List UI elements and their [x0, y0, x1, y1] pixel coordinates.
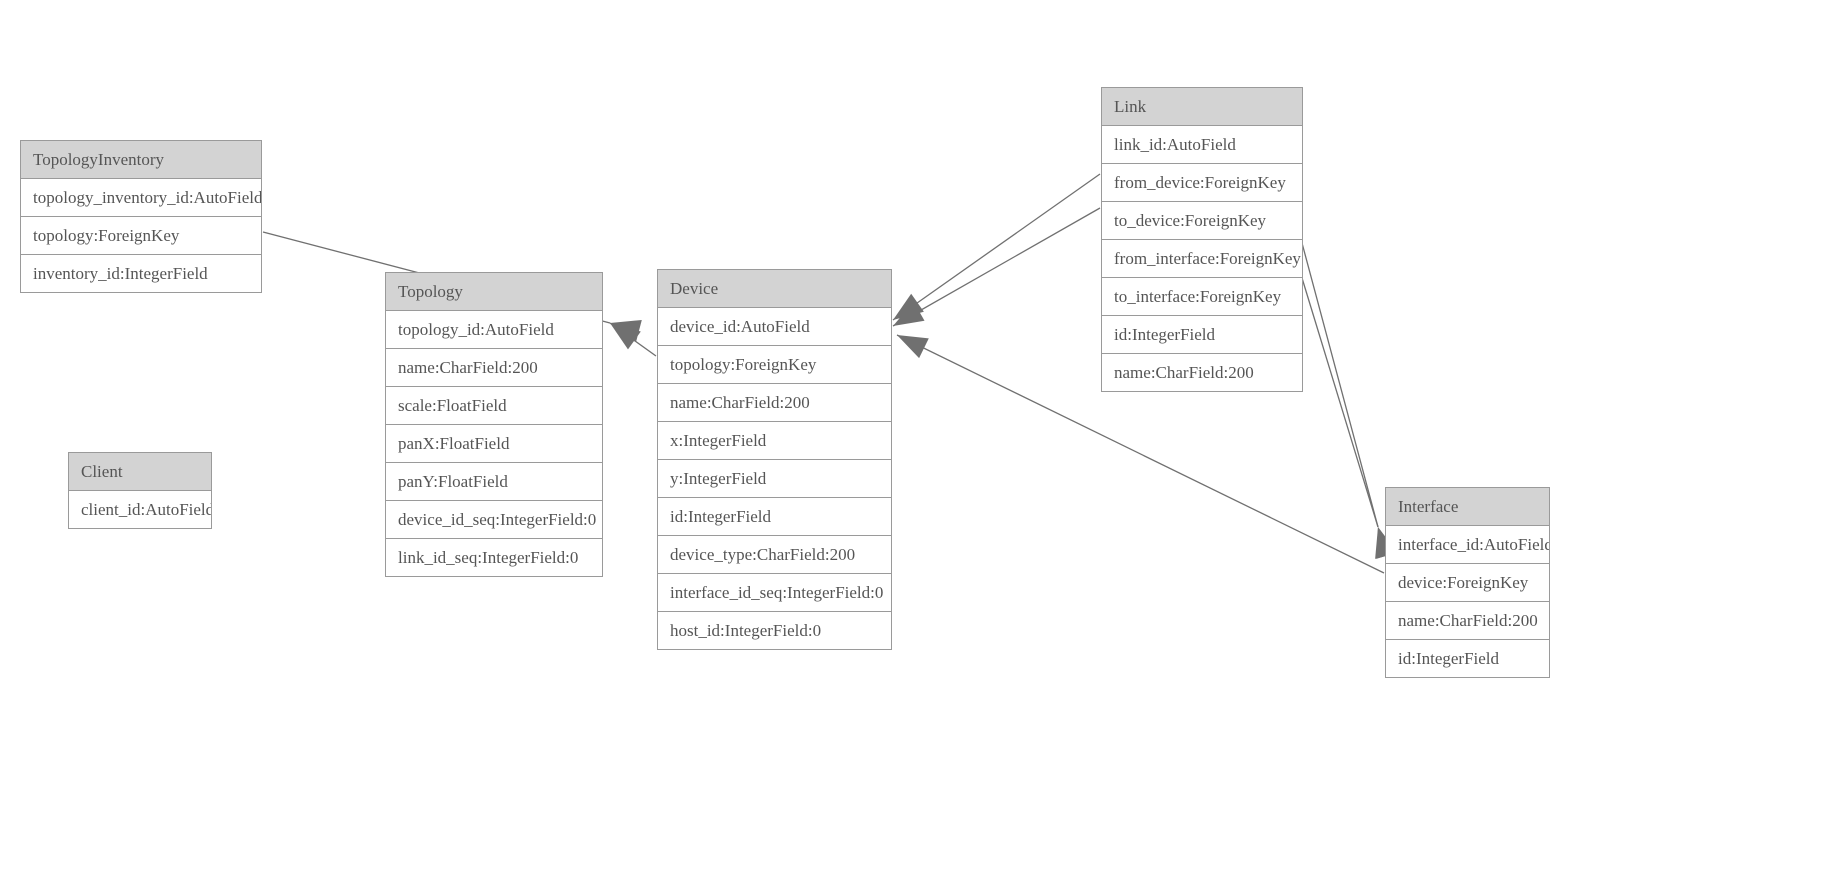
entity-title-topology: Topology	[386, 273, 602, 311]
entity-field: device_id_seq:IntegerField:0	[386, 501, 602, 539]
entity-field: link_id_seq:IntegerField:0	[386, 539, 602, 576]
entity-field: device:ForeignKey	[1386, 564, 1549, 602]
relationship-arrowhead	[897, 335, 929, 359]
entity-field: topology:ForeignKey	[21, 217, 261, 255]
entity-field: topology_id:AutoField	[386, 311, 602, 349]
relationship-link-from_interface	[1301, 242, 1397, 559]
relationship-link-from_device	[892, 173, 1101, 321]
relationship-line	[1301, 277, 1379, 528]
entity-field: device_type:CharField:200	[658, 536, 891, 574]
relationship-link-to_interface	[1301, 277, 1398, 559]
entity-field: scale:FloatField	[386, 387, 602, 425]
entity-field: y:IntegerField	[658, 460, 891, 498]
entity-title-client: Client	[69, 453, 211, 491]
entity-field: host_id:IntegerField:0	[658, 612, 891, 649]
relationship-link-to_device	[892, 207, 1101, 327]
relationship-line	[1301, 242, 1379, 528]
entity-field: device_id:AutoField	[658, 308, 891, 346]
entity-field: topology_inventory_id:AutoField	[21, 179, 261, 217]
relationship-line	[892, 173, 1101, 321]
entity-title-device: Device	[658, 270, 891, 308]
relationship-device-topology	[609, 322, 657, 357]
relationship-line	[892, 207, 1101, 327]
entity-title-link: Link	[1102, 88, 1302, 126]
relationship-arrowhead	[610, 323, 641, 350]
relationship-arrowhead	[893, 293, 924, 320]
entity-field: interface_id:AutoField	[1386, 526, 1549, 564]
entity-field: to_interface:ForeignKey	[1102, 278, 1302, 316]
entity-field: topology:ForeignKey	[658, 346, 891, 384]
entity-field: name:CharField:200	[1386, 602, 1549, 640]
relationship-line	[609, 322, 657, 357]
entity-field: id:IntegerField	[1102, 316, 1302, 354]
entity-field: panY:FloatField	[386, 463, 602, 501]
entity-field: x:IntegerField	[658, 422, 891, 460]
entity-field: name:CharField:200	[658, 384, 891, 422]
entity-field: id:IntegerField	[658, 498, 891, 536]
relationship-arrowhead	[893, 301, 925, 326]
entity-field: name:CharField:200	[386, 349, 602, 387]
entity-field: client_id:AutoField	[69, 491, 211, 528]
entity-field: link_id:AutoField	[1102, 126, 1302, 164]
entity-field: panX:FloatField	[386, 425, 602, 463]
entity-field: from_interface:ForeignKey	[1102, 240, 1302, 278]
entity-field: to_device:ForeignKey	[1102, 202, 1302, 240]
entity-field: from_device:ForeignKey	[1102, 164, 1302, 202]
entity-field: name:CharField:200	[1102, 354, 1302, 391]
entity-title-interface: Interface	[1386, 488, 1549, 526]
entity-field: id:IntegerField	[1386, 640, 1549, 677]
entity-field: inventory_id:IntegerField	[21, 255, 261, 292]
entity-field: interface_id_seq:IntegerField:0	[658, 574, 891, 612]
entity-title-topology_inventory: TopologyInventory	[21, 141, 261, 179]
relationship-arrowhead	[610, 319, 642, 342]
